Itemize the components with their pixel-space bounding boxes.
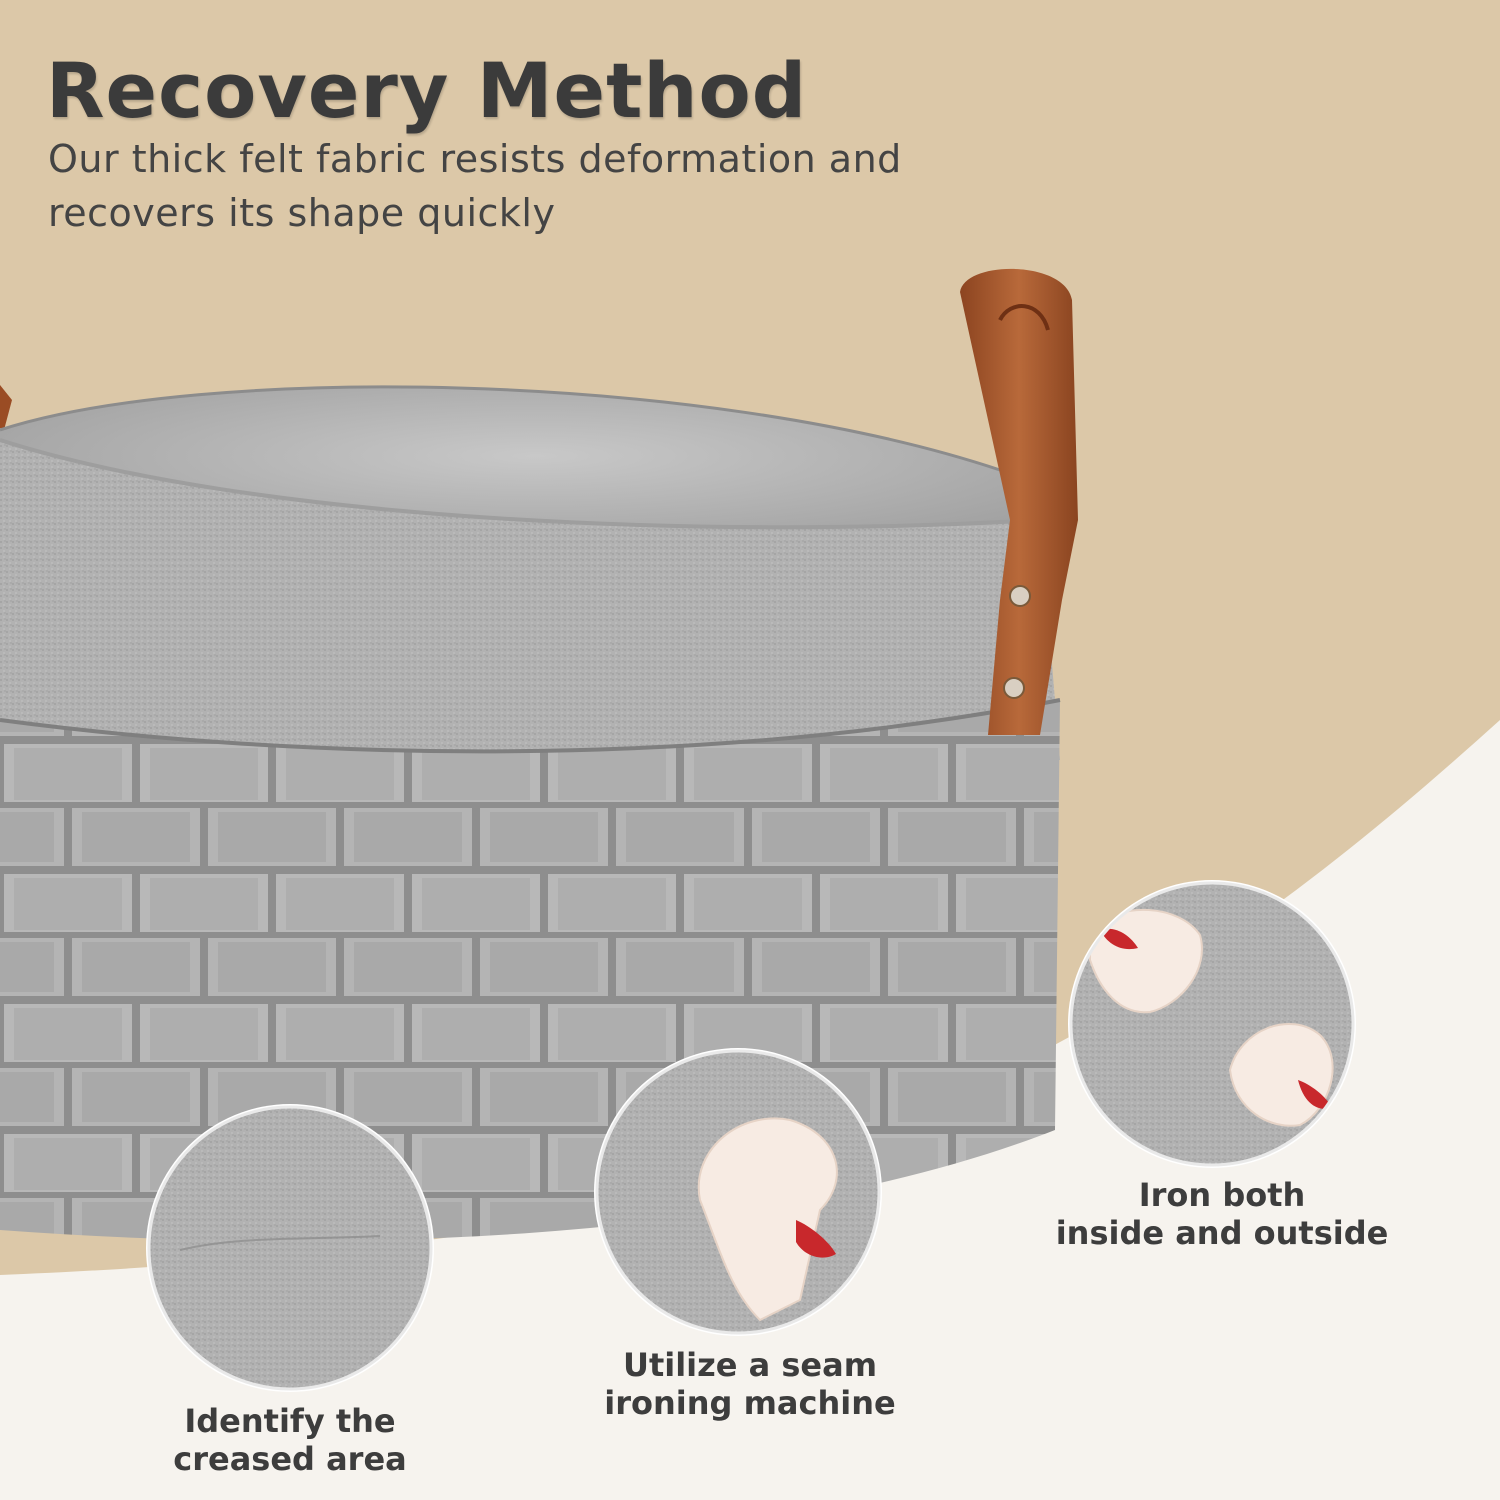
caption-line: creased area xyxy=(173,1440,407,1478)
subtitle: Our thick felt fabric resists deformatio… xyxy=(48,132,948,240)
step-image-iron-tool xyxy=(594,1048,882,1336)
step-image-crease xyxy=(146,1104,434,1392)
caption-line: ironing machine xyxy=(604,1384,896,1422)
step-caption-identify: Identify the creased area xyxy=(80,1402,500,1478)
step-caption-ironing: Utilize a seam ironing machine xyxy=(540,1346,960,1422)
caption-line: inside and outside xyxy=(1055,1214,1389,1252)
felt-basket xyxy=(0,268,1078,1242)
subtitle-line-2: recovers its shape quickly xyxy=(48,191,556,235)
subtitle-line-1: Our thick felt fabric resists deformatio… xyxy=(48,137,902,181)
step-caption-iron-both: Iron both inside and outside xyxy=(1012,1176,1432,1252)
page-title: Recovery Method xyxy=(46,46,808,135)
caption-line: Utilize a seam xyxy=(622,1346,878,1384)
caption-line: Iron both xyxy=(1138,1176,1306,1214)
step-image-iron-both-sides xyxy=(1068,880,1356,1168)
caption-line: Identify the xyxy=(184,1402,396,1440)
